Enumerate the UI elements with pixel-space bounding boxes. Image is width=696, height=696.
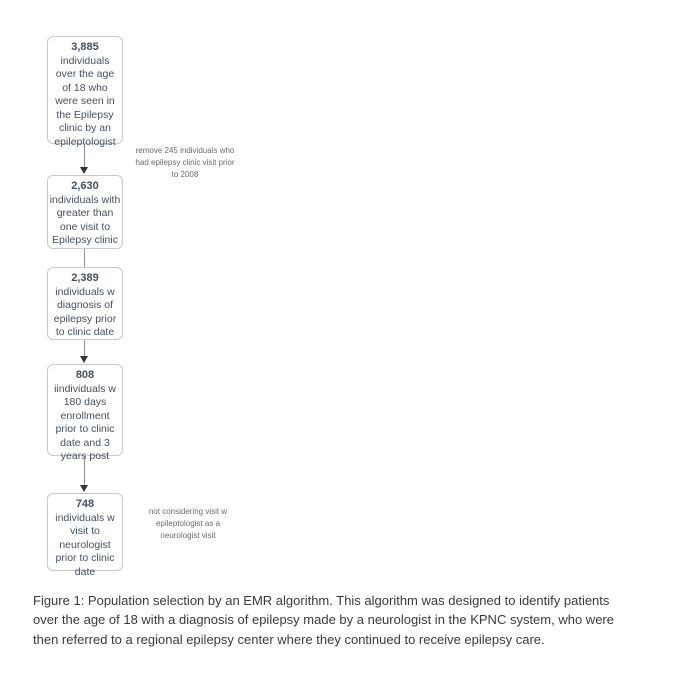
- box-4-count: 808: [75, 369, 95, 381]
- arrow-connector-4: [80, 456, 88, 492]
- box-1-count: 3,885: [71, 41, 99, 53]
- figure-caption: Figure 1: Population selection by an EMR…: [33, 593, 614, 647]
- box-3-count: 2,389: [71, 272, 99, 284]
- arrow-connector-1: [80, 144, 88, 174]
- arrow-connector-3: [80, 340, 88, 363]
- box-2-count: 2,630: [71, 180, 99, 192]
- line-connector-2: [84, 249, 85, 267]
- box-5-count: 748: [75, 498, 95, 510]
